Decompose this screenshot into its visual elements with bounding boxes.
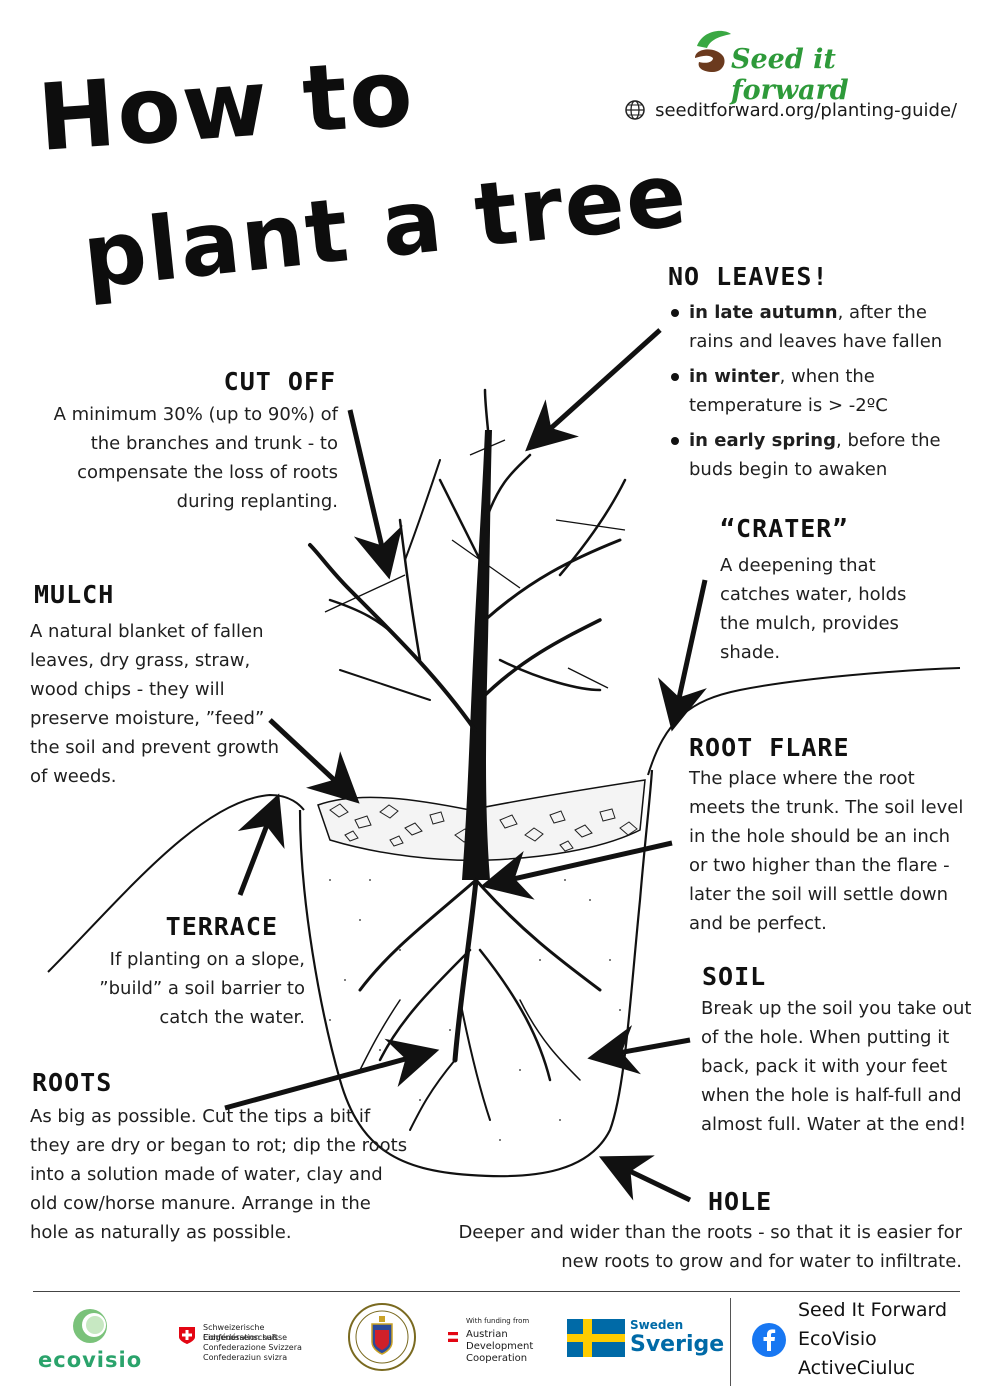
ecovisio-name: ecovisio xyxy=(38,1348,143,1372)
arrow-roots xyxy=(224,1038,440,1111)
ecovisio-icon xyxy=(73,1309,107,1343)
footer-vertical-divider xyxy=(730,1298,731,1386)
cut-off-text: A minimum 30% (up to 90%) of the branche… xyxy=(53,404,338,512)
arrow-soil xyxy=(587,1025,691,1075)
seed-icon xyxy=(695,30,731,72)
brand-logo[interactable]: Seed it forward xyxy=(693,28,955,106)
social-seed-it-forward[interactable]: Seed It Forward xyxy=(798,1299,948,1321)
soil-heading: SOIL xyxy=(702,962,767,991)
hole-heading: HOLE xyxy=(708,1187,773,1216)
sweden-logo[interactable]: Sweden Sverige xyxy=(567,1316,724,1362)
root-flare-text: The place where the root meets the trunk… xyxy=(689,768,964,934)
brand-url[interactable]: seeditforward.org/planting-guide/ xyxy=(624,99,957,121)
crater-heading: “CRATER” xyxy=(720,514,849,543)
arrow-terrace xyxy=(237,793,285,896)
austrian-line-3: Cooperation xyxy=(466,1353,528,1364)
no-leaves-list: in late autumn, after the rains and leav… xyxy=(669,298,969,490)
facebook-icon[interactable] xyxy=(751,1322,787,1358)
austria-flag-icon xyxy=(448,1332,458,1342)
tree-branches xyxy=(308,388,627,732)
swiss-logo[interactable]: Schweizerische Eidgenossenschaft Confédé… xyxy=(177,1323,327,1365)
brand-name: Seed it forward xyxy=(731,44,849,106)
cut-off-heading: CUT OFF xyxy=(223,367,336,396)
list-item: in late autumn, after the rains and leav… xyxy=(669,298,969,356)
tree-roots xyxy=(358,877,602,1131)
social-activeciuluc[interactable]: ActiveCiuluc xyxy=(798,1357,916,1379)
list-item: in early spring, before the buds begin t… xyxy=(669,426,969,484)
roots-heading: ROOTS xyxy=(32,1068,113,1097)
swiss-line-2: Confédération suisse xyxy=(203,1333,288,1342)
no-leaves-heading: NO LEAVES! xyxy=(668,262,829,291)
arrow-crater xyxy=(658,579,708,732)
swiss-line-4: Confederaziun svizra xyxy=(203,1353,288,1362)
austrian-logo[interactable]: With funding from Austrian Development C… xyxy=(448,1316,548,1368)
hole-text: Deeper and wider than the roots - so tha… xyxy=(458,1222,962,1272)
ecovisio-logo[interactable]: ecovisio xyxy=(38,1306,150,1376)
sweden-label: Sweden xyxy=(630,1318,684,1332)
globe-icon xyxy=(625,100,645,120)
soil-text: Break up the soil you take out of the ho… xyxy=(701,998,972,1135)
mulch-chips xyxy=(329,803,638,852)
social-ecovisio[interactable]: EcoVisio xyxy=(798,1328,877,1350)
austrian-line-1: Austrian xyxy=(466,1329,508,1340)
austrian-line-2: Development xyxy=(466,1341,534,1352)
sweden-flag-icon xyxy=(567,1319,625,1357)
planting-hole xyxy=(298,769,654,1178)
footer-divider xyxy=(33,1291,960,1292)
roots-text: As big as possible. Cut the tips a bit i… xyxy=(30,1106,408,1243)
ground-left-line xyxy=(47,793,305,973)
arrow-root-flare xyxy=(480,840,673,900)
mulch-text: A natural blanket of fallen leaves, dry … xyxy=(30,621,280,787)
pointer-arrows xyxy=(224,328,708,1203)
arrow-mulch xyxy=(268,718,360,804)
arrow-cut-off xyxy=(347,409,403,580)
root-flare-heading: ROOT FLARE xyxy=(689,733,850,762)
austrian-label: With funding from xyxy=(466,1317,530,1325)
tree-illustration xyxy=(47,328,961,1203)
terrace-heading: TERRACE xyxy=(165,912,278,941)
url-text: seeditforward.org/planting-guide/ xyxy=(655,99,958,121)
terrace-text: If planting on a slope, ”build” a soil b… xyxy=(99,949,305,1028)
list-item: in winter, when the temperature is > -2º… xyxy=(669,362,969,420)
mulch-heading: MULCH xyxy=(34,580,115,609)
tree-trunk xyxy=(462,430,492,880)
swiss-line-3: Confederazione Svizzera xyxy=(203,1343,302,1352)
sverige-label: Sverige xyxy=(630,1332,725,1357)
crater-text: A deepening that catches water, holds th… xyxy=(720,555,907,663)
arrow-hole xyxy=(598,1155,692,1203)
moldova-seal-icon[interactable] xyxy=(347,1302,417,1372)
cut-marks xyxy=(324,439,626,689)
arrow-no-leaves xyxy=(525,328,662,452)
swiss-flag-icon xyxy=(179,1327,195,1344)
swiss-line-1: Schweizerische Eidgenossenschaft xyxy=(203,1323,278,1342)
